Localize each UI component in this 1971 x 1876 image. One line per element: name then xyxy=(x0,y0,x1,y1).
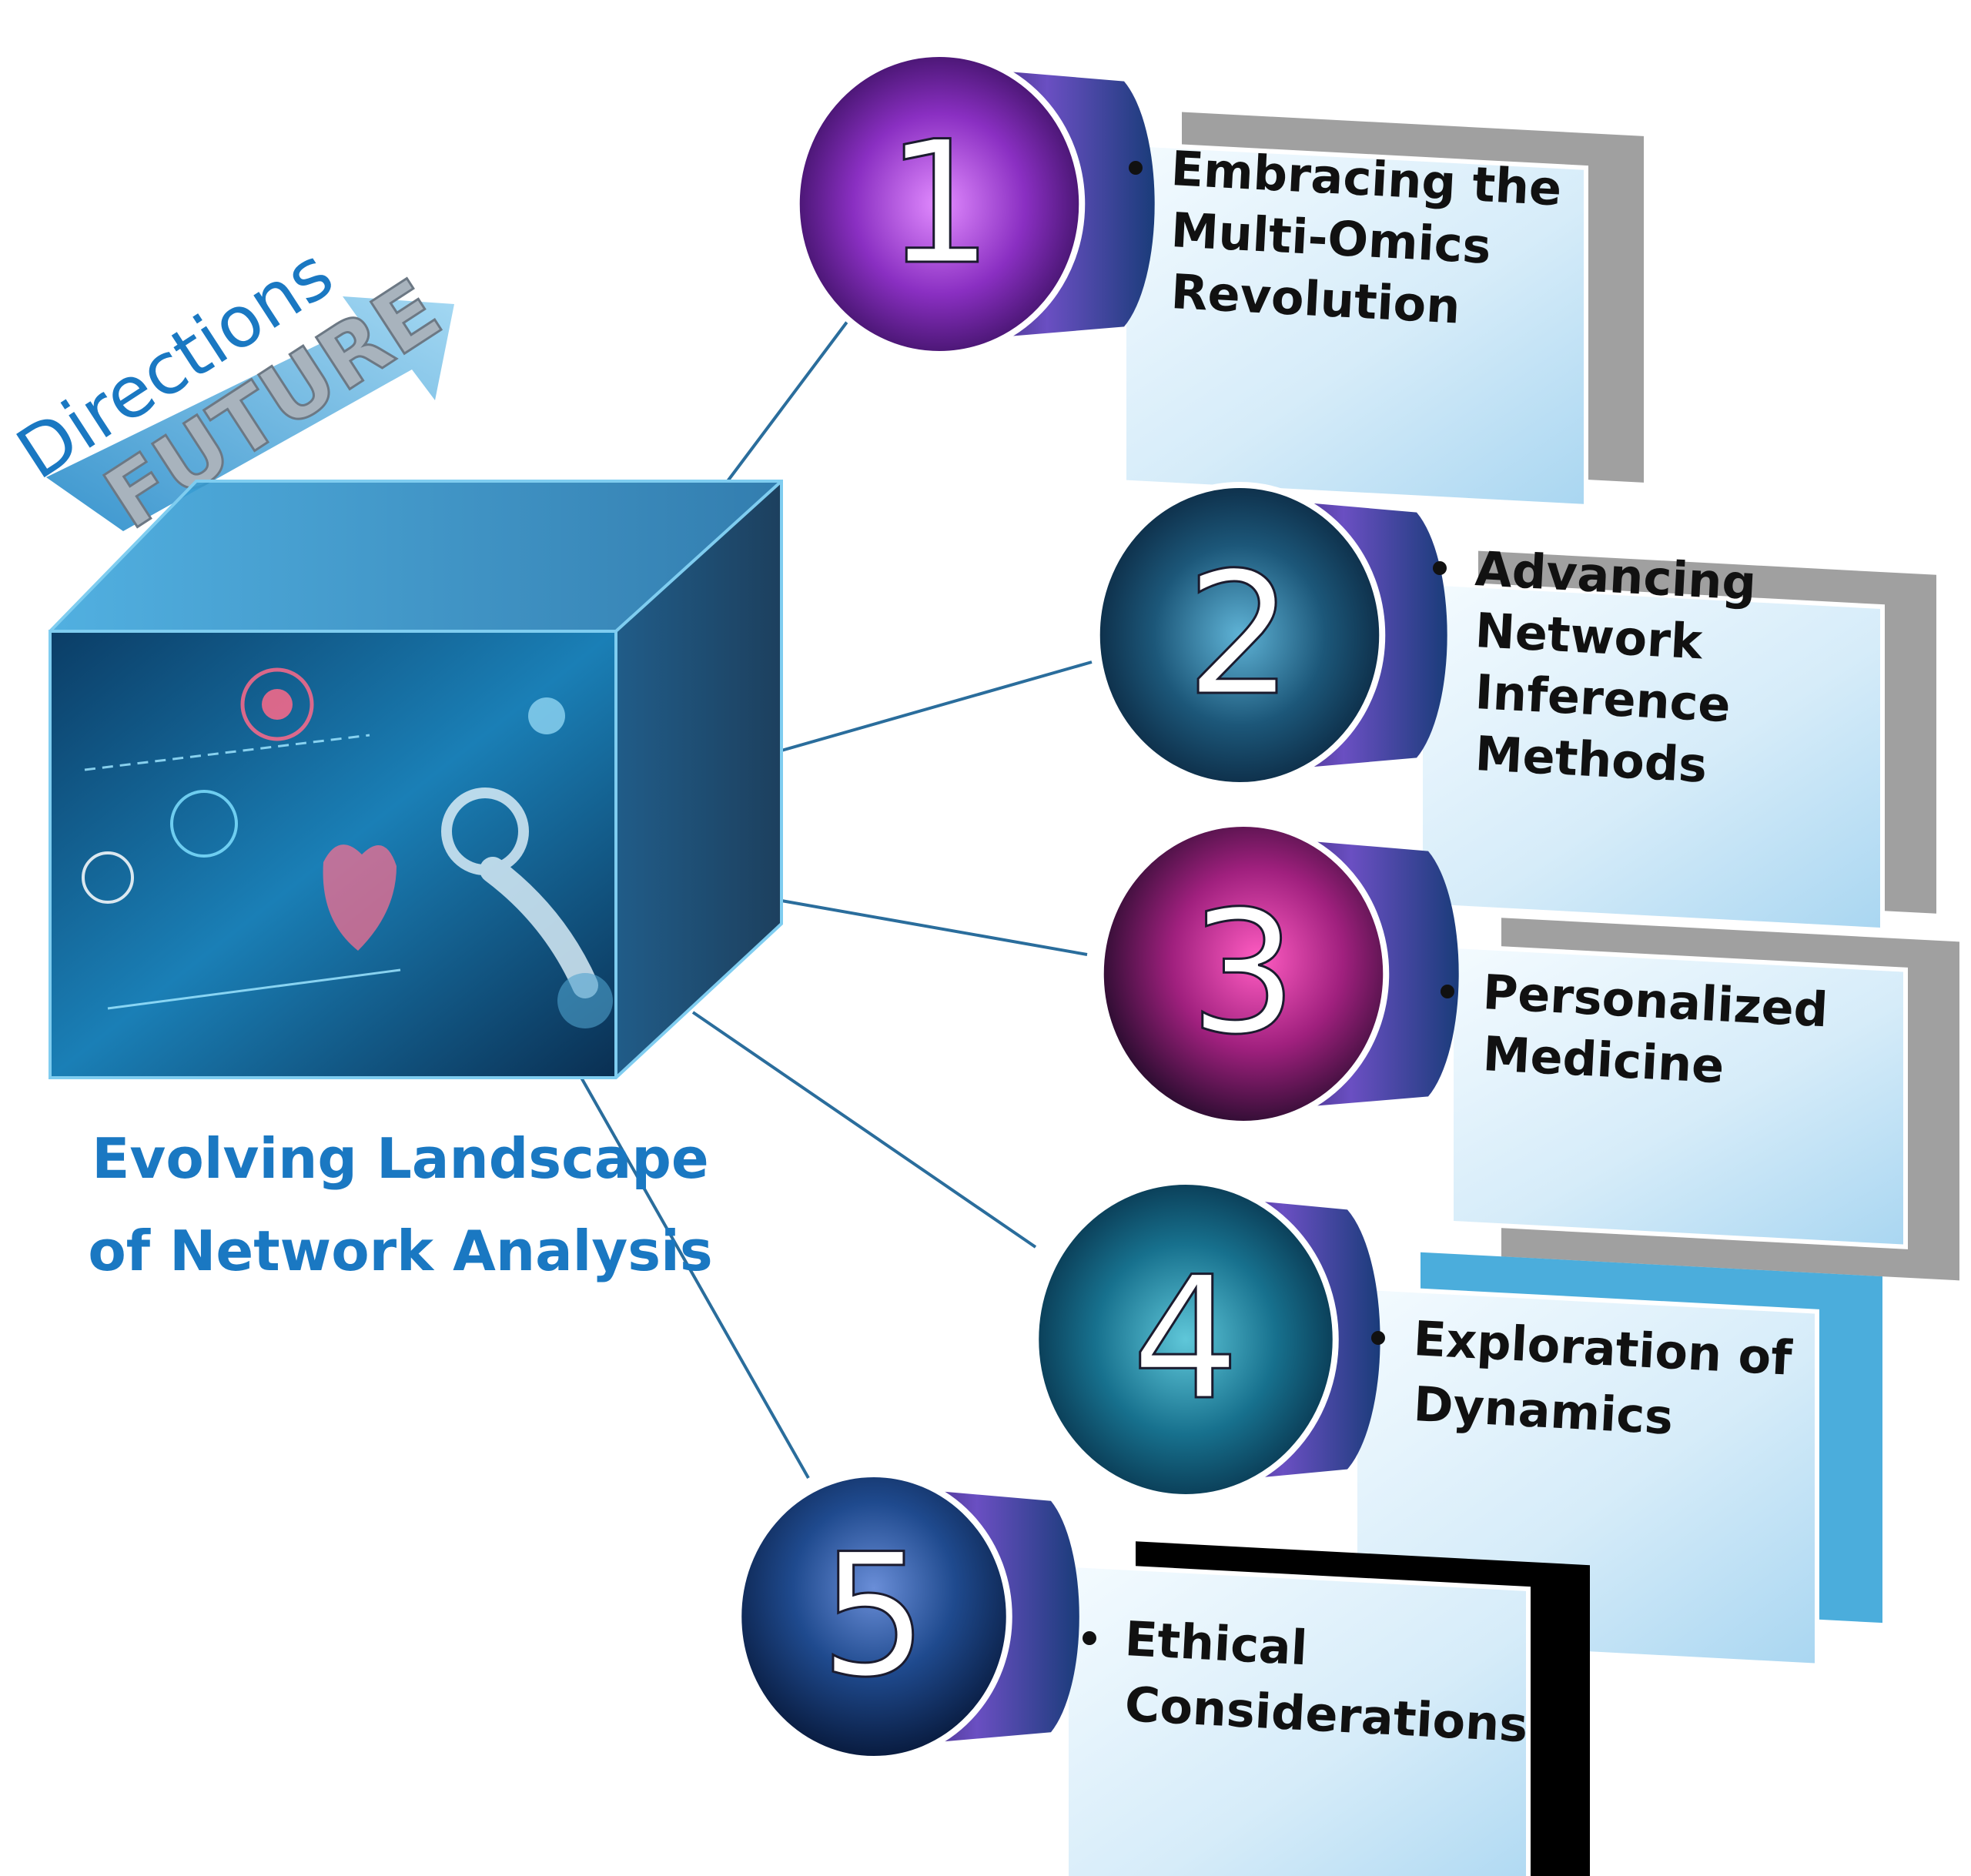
item-number-4: 4 xyxy=(1132,1240,1240,1437)
disc-image-1 xyxy=(793,51,1086,357)
item-number-1: 1 xyxy=(885,105,993,302)
connector-line-2 xyxy=(781,660,1093,752)
card-5 xyxy=(1064,1562,1531,1876)
item-number-3: 3 xyxy=(1190,874,1297,1072)
item-3-line-2: Medicine xyxy=(1481,1025,1725,1094)
connector-line-5 xyxy=(580,1077,810,1479)
item-number-5: 5 xyxy=(820,1517,928,1714)
hub-title-line-1: Evolving Landscape xyxy=(92,1126,709,1191)
disc-image-2 xyxy=(1093,482,1386,788)
hub-title-line-2: of Network Analysis xyxy=(88,1219,712,1283)
connector-line-4 xyxy=(691,1011,1037,1249)
connector-line-1 xyxy=(726,310,856,483)
bullet-5 xyxy=(1083,1631,1096,1645)
item-4-line-2: Dynamics xyxy=(1412,1376,1675,1446)
disc-image-5 xyxy=(735,1471,1012,1762)
bullet-2 xyxy=(1433,561,1447,575)
network-cube xyxy=(49,480,783,1079)
item-5-line-1: Ethical xyxy=(1123,1610,1309,1676)
item-2-line-4: Methods xyxy=(1474,725,1708,794)
disc-image-4 xyxy=(1032,1179,1339,1500)
bullet-4 xyxy=(1371,1331,1385,1345)
connector-line-3 xyxy=(781,899,1088,956)
cube-top-face xyxy=(50,481,781,631)
hub: FUTURE Directions Evolving xyxy=(3,232,783,1283)
card-3 xyxy=(1449,943,1908,1249)
bullet-3 xyxy=(1441,985,1454,998)
bullet-1 xyxy=(1129,161,1143,175)
disc-image-3 xyxy=(1097,821,1390,1127)
item-2-line-3: Inference xyxy=(1474,664,1732,733)
medical-hud-image xyxy=(82,667,613,1028)
item-2-line-2: Network xyxy=(1474,602,1705,670)
cube-side-face xyxy=(616,481,781,1078)
item-number-2: 2 xyxy=(1186,536,1293,733)
connector-lines xyxy=(580,310,1093,1479)
